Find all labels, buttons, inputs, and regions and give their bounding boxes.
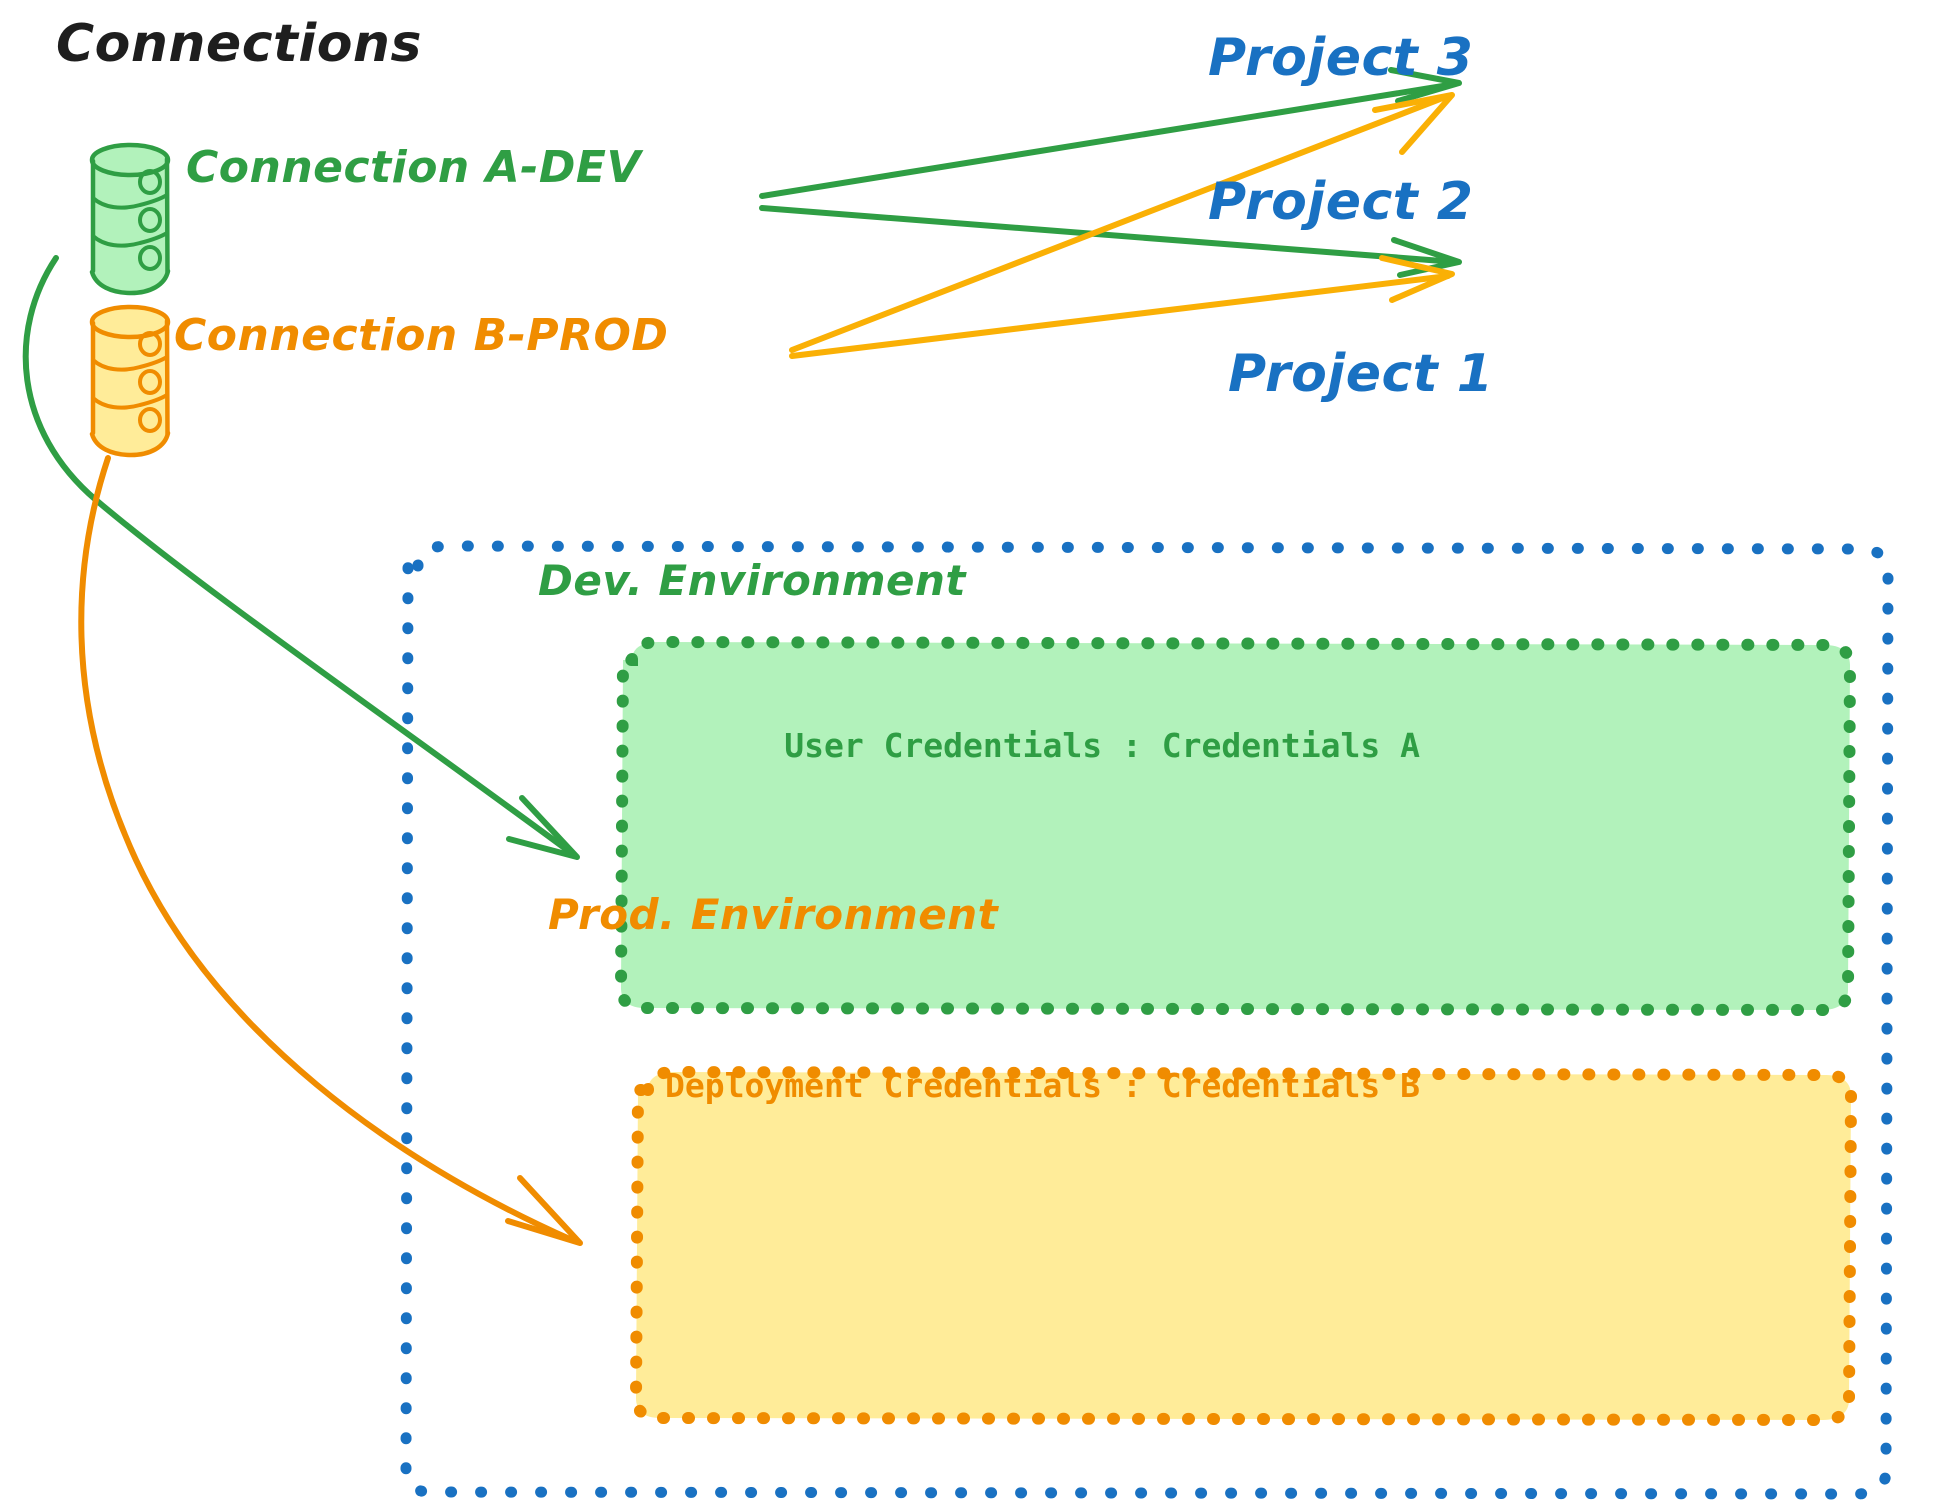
prod-environment-credentials: Deployment Credentials : Credentials B — [665, 1066, 1420, 1105]
arrow-b-prod-to-prod-environment — [78, 455, 583, 1246]
dev-environment-box[interactable] — [614, 635, 1857, 1017]
dev-environment-credentials: User Credentials : Credentials A — [784, 726, 1420, 765]
project-2-label[interactable]: Project 2 — [1208, 172, 1474, 232]
arrow-b-prod-to-project-2 — [789, 255, 1455, 359]
arrow-b-prod-to-project-3 — [789, 92, 1455, 353]
project-1-label[interactable]: Project 1 — [1228, 344, 1494, 404]
page-title: Connections — [56, 14, 422, 74]
database-icon-connection-b[interactable] — [89, 304, 171, 458]
prod-environment-title: Prod. Environment — [548, 890, 999, 939]
project-3-label[interactable]: Project 3 — [1208, 28, 1474, 88]
project-1-container-border — [400, 540, 1894, 1500]
connection-a-dev-label[interactable]: Connection A-DEV — [186, 142, 642, 193]
arrow-a-dev-to-project-3 — [759, 67, 1462, 199]
connection-b-prod-label[interactable]: Connection B-PROD — [174, 310, 669, 361]
arrow-a-dev-to-dev-environment — [22, 255, 580, 860]
dev-environment-title: Dev. Environment — [538, 556, 966, 605]
arrow-a-dev-to-project-2 — [759, 205, 1462, 278]
prod-environment-box[interactable] — [629, 1065, 1858, 1427]
database-icon-connection-a[interactable] — [89, 142, 171, 296]
